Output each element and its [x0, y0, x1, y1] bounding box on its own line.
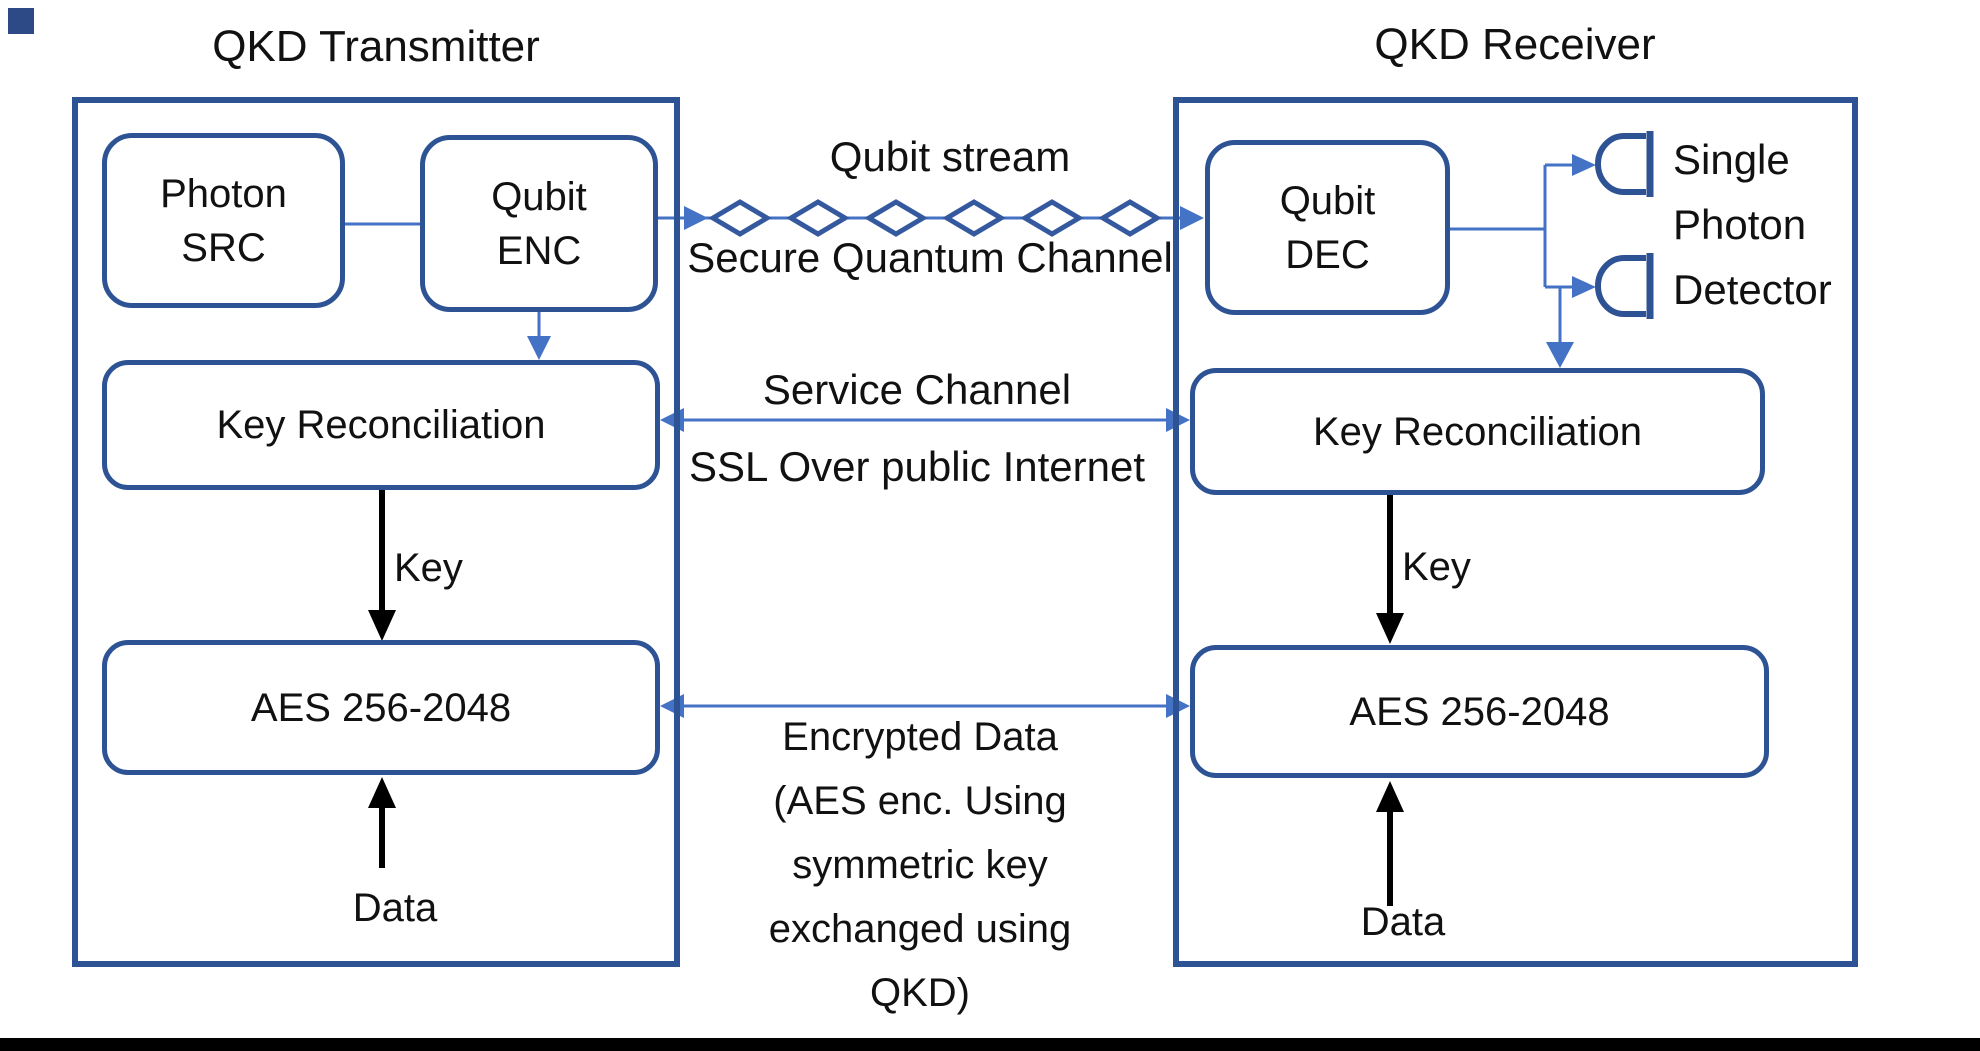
qubit-stream-end-arrowhead-icon [1180, 206, 1204, 230]
tx-aes-node: AES 256-2048 [102, 640, 660, 775]
qubit-dec-label-line2: DEC [1285, 232, 1370, 277]
encrypted-data-note-line2: (AES enc. Using [773, 779, 1067, 823]
detector-down-arrowhead-icon [1546, 342, 1574, 368]
qubit-stream-label: Qubit stream [829, 133, 1071, 180]
tx-key-reconciliation-node: Key Reconciliation [102, 360, 660, 490]
rx-key-reconciliation-node: Key Reconciliation [1190, 368, 1765, 495]
qubit-enc-label-line2: ENC [496, 228, 582, 273]
footer-bar [0, 1038, 1980, 1051]
qubit-diamond-icon [864, 199, 928, 237]
qubit-enc-label-line1: Qubit [491, 174, 587, 219]
rx-key-arrowhead-icon [1376, 613, 1404, 644]
encrypted-data-note-line1: Encrypted Data [782, 715, 1058, 759]
tx-data-label: Data [352, 886, 438, 930]
photon-src-node: Photon SRC [102, 133, 345, 308]
encrypted-data-note: Encrypted Data (AES enc. Using symmetric… [670, 705, 1170, 1025]
encrypted-data-note-line5: QKD) [870, 971, 970, 1015]
qubit-diamond-icon [786, 199, 850, 237]
secure-quantum-channel-label: Secure Quantum Channel [687, 234, 1173, 281]
detector2-arrowhead-icon [1572, 276, 1596, 298]
corner-square [8, 8, 34, 34]
tx-key-reconciliation-label: Key Reconciliation [216, 403, 546, 447]
detector-label-line2: Photon [1673, 201, 1807, 248]
ssl-internet-label: SSL Over public Internet [688, 443, 1145, 490]
receiver-outer-box [1173, 97, 1858, 967]
transmitter-title: QKD Transmitter [212, 22, 540, 71]
rx-aes-label: AES 256-2048 [1349, 689, 1610, 734]
qubit-dec-label-line1: Qubit [1279, 178, 1376, 223]
rx-key-label: Key [1402, 545, 1471, 589]
photon-src-label-line1: Photon [160, 171, 287, 216]
qubit-enc-node: Qubit ENC [420, 135, 658, 312]
detector-label-line3: Detector [1673, 266, 1832, 313]
encrypted-data-note-line4: exchanged using [768, 907, 1072, 951]
detector-label-line1: Single [1673, 136, 1790, 183]
detector1-arrowhead-icon [1572, 154, 1596, 176]
qubit-dec-node: Qubit DEC [1205, 140, 1450, 315]
tx-key-arrowhead-icon [368, 610, 396, 641]
photon-detector-icon [1595, 131, 1654, 197]
photon-detector-icon [1595, 253, 1654, 319]
single-photon-detector-label: Single Photon Detector [1673, 127, 1832, 322]
receiver-title: QKD Receiver [1374, 20, 1656, 69]
transmitter-outer-box [72, 97, 680, 967]
enc-down-arrowhead-icon [527, 336, 551, 360]
qubit-diamond-icon [1098, 199, 1162, 237]
encrypted-data-note-line3: symmetric key [792, 843, 1048, 887]
service-channel-label: Service Channel [762, 366, 1072, 413]
photon-src-label-line2: SRC [181, 225, 266, 270]
qubit-diamond-icon [1020, 199, 1084, 237]
rx-data-arrowhead-icon [1376, 781, 1404, 812]
qubit-diamond-icon [942, 199, 1006, 237]
tx-aes-label: AES 256-2048 [250, 685, 512, 730]
rx-key-reconciliation-label: Key Reconciliation [1312, 409, 1643, 454]
rx-aes-node: AES 256-2048 [1190, 645, 1769, 778]
qubit-diamond-icon [708, 199, 772, 237]
tx-data-arrowhead-icon [368, 777, 396, 808]
rx-data-label: Data [1360, 900, 1446, 944]
qubit-stream-start-arrowhead-icon [684, 206, 708, 230]
tx-key-label: Key [394, 546, 463, 590]
